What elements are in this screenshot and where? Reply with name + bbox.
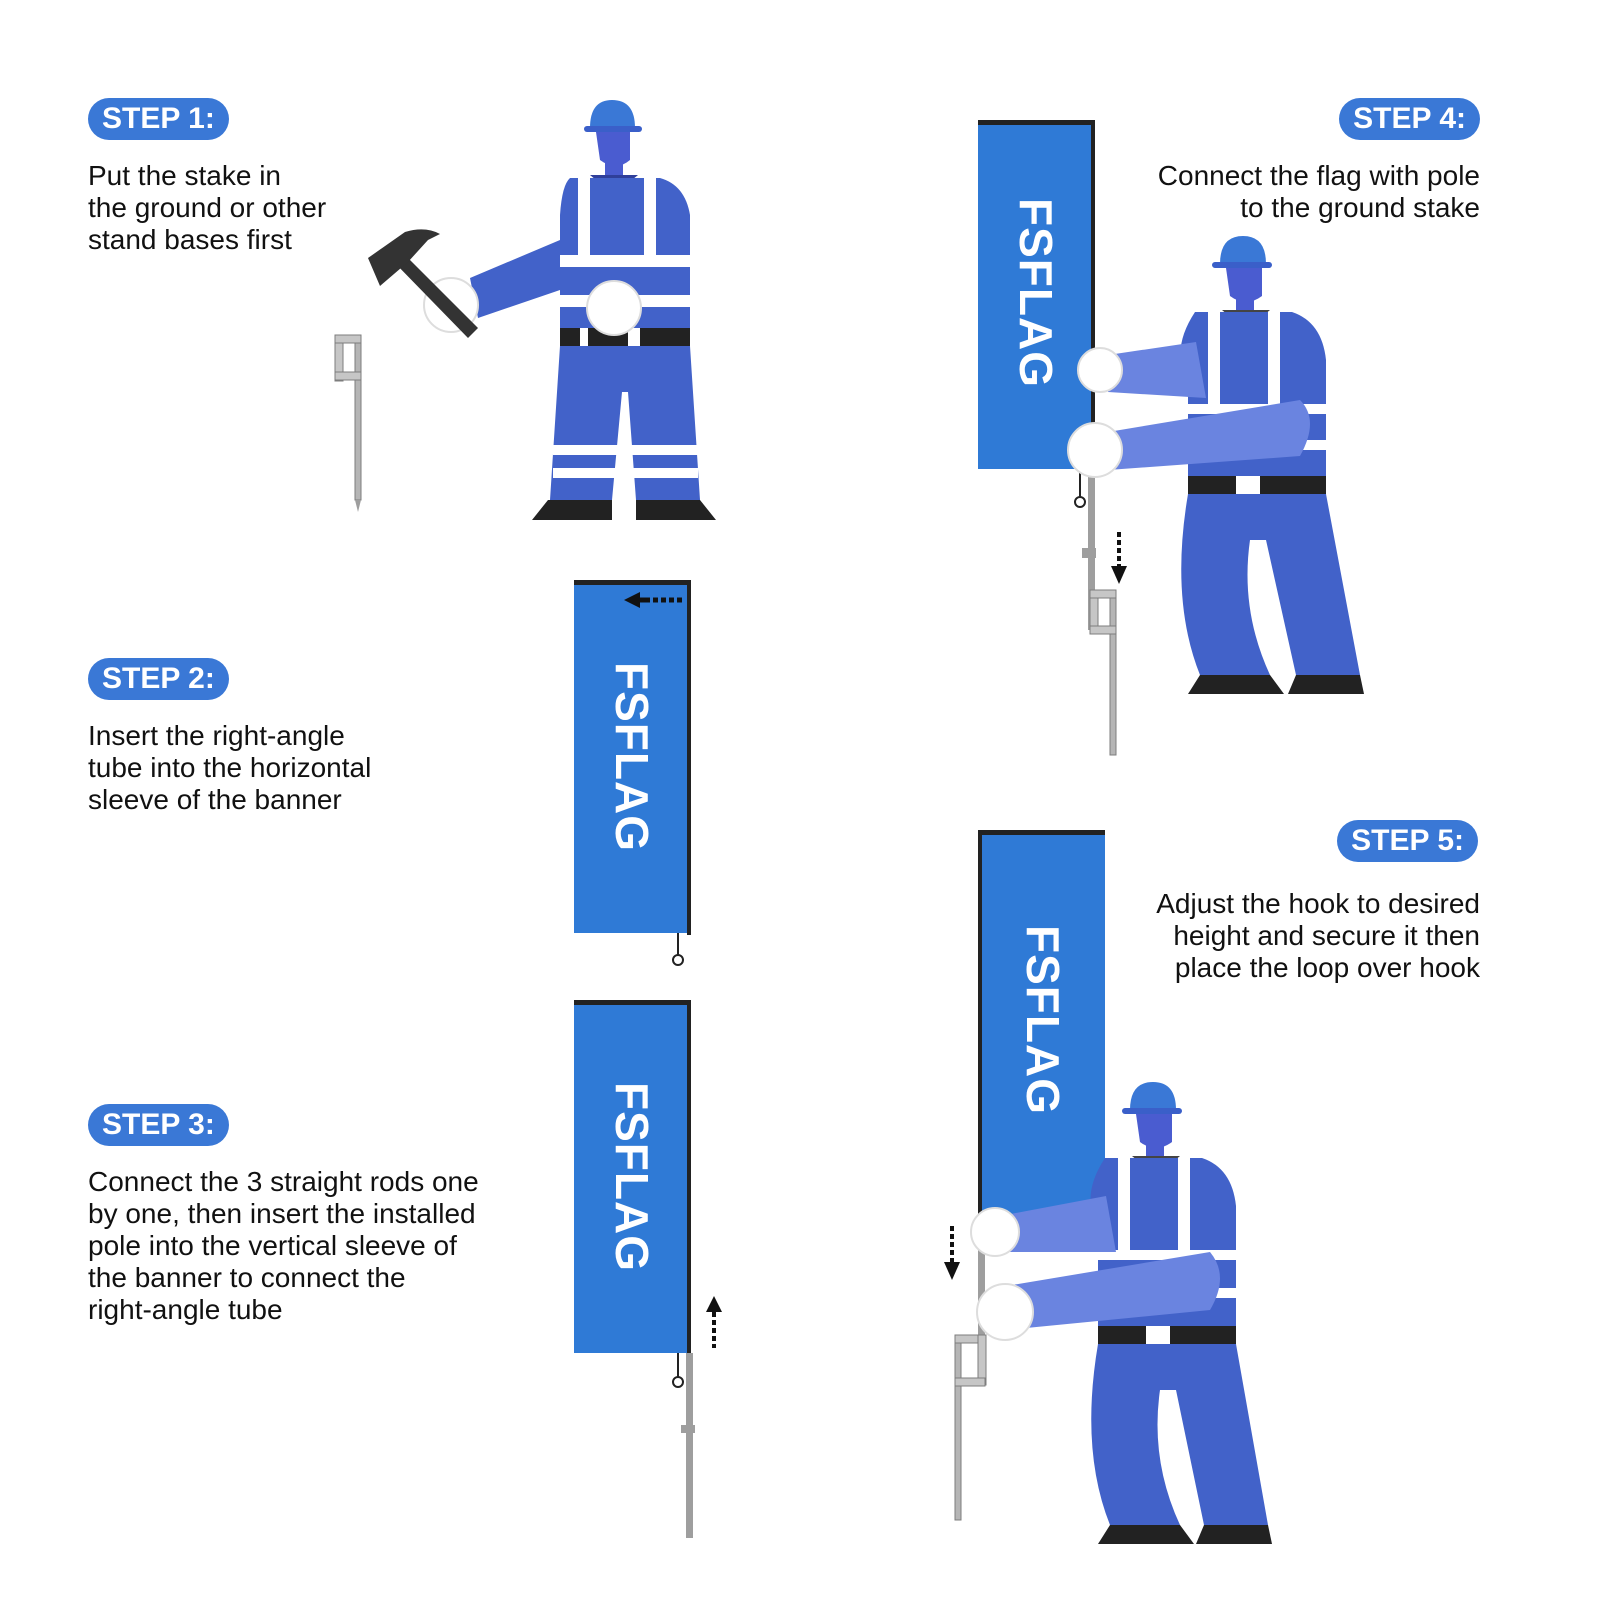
step-3-text: Connect the 3 straight rods one by one, …: [88, 1166, 479, 1325]
ground-stake-icon: [334, 334, 362, 512]
hammer-icon: [368, 229, 478, 338]
step-2-text: Insert the right-angle tube into the hor…: [88, 720, 372, 815]
step-4-text: Connect the flag with pole to the ground…: [1157, 160, 1480, 223]
arrow-icon: [1111, 532, 1127, 584]
flag-brand-label: FSFLAG: [606, 1082, 658, 1272]
step-2-badge: STEP 2:: [88, 658, 229, 700]
step-4-badge: STEP 4:: [1339, 98, 1480, 140]
step-3-badge: STEP 3:: [88, 1104, 229, 1146]
flag-pole: [1082, 470, 1096, 630]
ground-stake-icon: [1089, 589, 1117, 756]
step-5-badge: STEP 5:: [1337, 820, 1478, 862]
flag-banner-icon: FSFLAG: [978, 120, 1095, 508]
flag-brand-label: FSFLAG: [1010, 198, 1062, 388]
worker-icon: [970, 1082, 1272, 1544]
flag-pole: [978, 1214, 985, 1344]
step-1-badge: STEP 1:: [88, 98, 229, 140]
worker-icon: [1067, 236, 1364, 694]
step-1-text: Put the stake in the ground or other sta…: [88, 160, 327, 255]
flag-banner-icon: FSFLAG: [574, 1000, 691, 1388]
arrow-icon: [706, 1296, 722, 1348]
flag-brand-label: FSFLAG: [606, 662, 658, 852]
step-5-text: Adjust the hook to desired height and se…: [1156, 888, 1480, 983]
ground-stake-icon: [954, 1334, 987, 1521]
arrow-icon: [944, 1226, 960, 1280]
flag-banner-icon: FSFLAG: [574, 580, 691, 966]
flag-banner-icon: FSFLAG: [978, 830, 1105, 1247]
flag-brand-label: FSFLAG: [1017, 925, 1069, 1115]
arrow-icon: [624, 592, 684, 608]
worker-icon: [423, 100, 716, 520]
flag-pole: [681, 1353, 695, 1538]
